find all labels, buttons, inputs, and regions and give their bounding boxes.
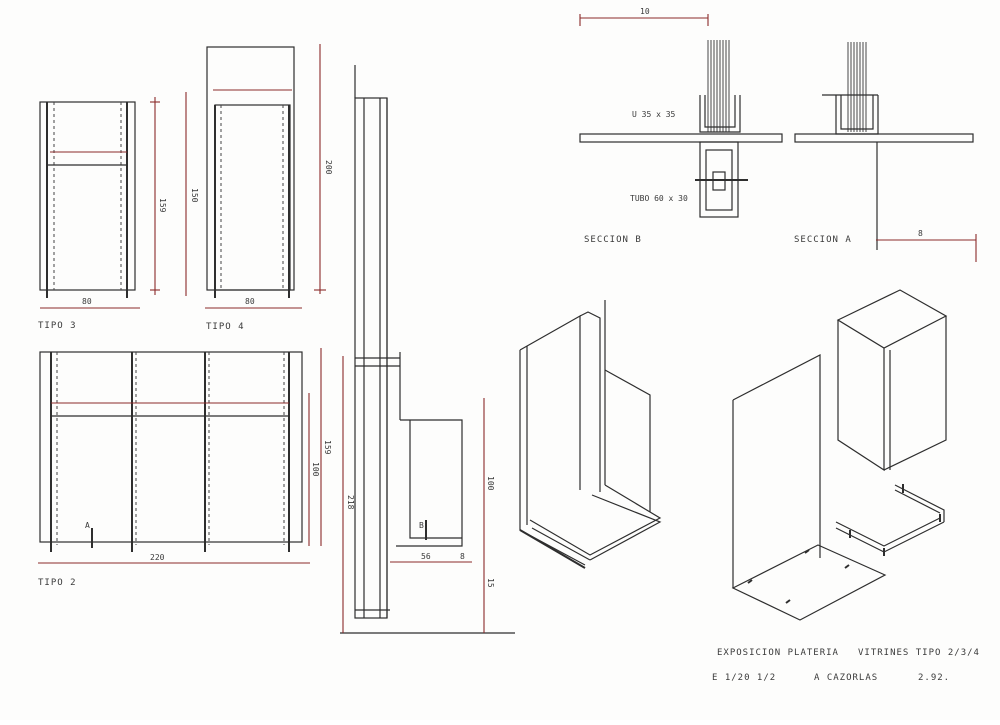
section-b-top-label: 10 bbox=[640, 7, 650, 16]
tipo4-height-label: 150 bbox=[190, 188, 199, 203]
tipo4-cabinet bbox=[214, 104, 291, 291]
title-project: EXPOSICION PLATERIA bbox=[717, 648, 839, 658]
isometric-corner-detail bbox=[519, 300, 662, 569]
title-subject: VITRINES TIPO 2/3/4 bbox=[858, 648, 980, 658]
tipo2-inner-height-label: 100 bbox=[311, 462, 320, 477]
elevation-display-box bbox=[396, 419, 463, 547]
frame-rail-front bbox=[835, 517, 941, 547]
tipo2-title: TIPO 2 bbox=[38, 578, 77, 588]
title-scale: E 1/20 1/2 bbox=[712, 673, 776, 683]
tipo3-width-label: 80 bbox=[82, 297, 92, 306]
section-b-profile-label: U 35 x 35 bbox=[632, 110, 676, 119]
elevation-box-height-label: 100 bbox=[486, 476, 495, 491]
cabinet-top bbox=[836, 289, 948, 349]
section-b-tube-label: TUBO 60 x 30 bbox=[630, 194, 688, 203]
elevation-small-label: 8 bbox=[460, 552, 465, 561]
section-a-title: SECCION A bbox=[794, 235, 852, 245]
tipo2-view: A 220 100 159 TIPO 2 bbox=[38, 348, 332, 588]
tipo2-width-label: 220 bbox=[150, 553, 165, 562]
tipo4-total-height-label: 200 bbox=[324, 160, 333, 175]
elevation-total-height-label: 218 bbox=[346, 495, 355, 510]
side-elevation: 218 100 15 56 8 B bbox=[340, 65, 515, 634]
tipo4-frame bbox=[206, 46, 295, 291]
section-b-glass-hatch bbox=[707, 40, 730, 132]
tipo2-section-letter: A bbox=[85, 521, 90, 530]
section-b-u-profile bbox=[699, 95, 741, 133]
tipo4-view: 80 150 200 TIPO 4 bbox=[185, 44, 333, 332]
tipo4-width-label: 80 bbox=[245, 297, 255, 306]
title-date: 2.92. bbox=[918, 673, 950, 683]
elevation-base-label: 15 bbox=[486, 578, 495, 588]
back-panel bbox=[732, 354, 821, 558]
base-plate bbox=[731, 544, 887, 621]
tipo2-frame bbox=[39, 351, 303, 543]
section-b-base-plate bbox=[579, 133, 783, 143]
tipo2-outer-height-label: 159 bbox=[323, 440, 332, 455]
elevation-depth-label: 56 bbox=[421, 552, 431, 561]
section-a: 8 SECCION A bbox=[794, 42, 977, 262]
tipo3-view: 80 159 TIPO 3 bbox=[38, 97, 167, 331]
elevation-section-letter: B bbox=[419, 521, 424, 530]
title-author: A CAZORLAS bbox=[814, 673, 878, 683]
tipo3-height-label: 159 bbox=[158, 198, 167, 213]
title-block: EXPOSICION PLATERIA VITRINES TIPO 2/3/4 … bbox=[712, 648, 980, 683]
section-a-bottom-label: 8 bbox=[918, 229, 923, 238]
tipo4-title: TIPO 4 bbox=[206, 322, 245, 332]
section-a-base-plate bbox=[794, 133, 974, 143]
tipo3-frame bbox=[39, 101, 136, 291]
section-a-glass-hatch bbox=[847, 42, 867, 132]
isometric-cabinet-exploded bbox=[731, 289, 948, 621]
section-b-title: SECCION B bbox=[584, 235, 642, 245]
tipo3-title: TIPO 3 bbox=[38, 321, 77, 331]
section-b: 10 U 35 x 35 TUBO 60 x 30 SECCION B bbox=[579, 7, 783, 245]
